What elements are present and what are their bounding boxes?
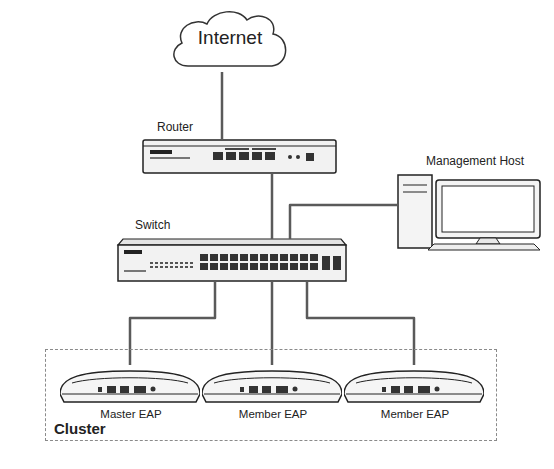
eap-device: Member EAP <box>203 365 343 404</box>
switch-leds <box>150 262 195 268</box>
pc-drive <box>403 192 427 193</box>
network-cable <box>221 72 224 140</box>
management-host: Management Host <box>398 175 540 250</box>
network-cable <box>271 173 274 239</box>
pc-screen <box>442 186 534 232</box>
switch-model <box>124 270 146 272</box>
switch-device: Switch <box>118 239 346 281</box>
switch-chassis <box>118 245 346 281</box>
pc-monitor <box>436 180 540 238</box>
router-ports <box>213 152 275 162</box>
router-logo <box>150 150 172 154</box>
network-cable <box>130 281 215 365</box>
router-edge <box>143 146 336 147</box>
switch-logo <box>124 250 142 254</box>
switch-sfp <box>322 256 330 270</box>
node-label: Router <box>157 121 193 135</box>
network-cable <box>307 281 414 365</box>
router-console <box>306 153 314 161</box>
pc-drive <box>403 185 427 186</box>
eap-device <box>60 371 200 402</box>
internet-cloud: Internet <box>168 6 292 72</box>
router-led <box>288 155 292 159</box>
node-label: Cluster <box>54 420 106 437</box>
router-chassis <box>143 140 336 173</box>
eap-device <box>202 371 342 402</box>
router-port-label <box>225 148 249 150</box>
switch-sfp <box>333 256 341 270</box>
cluster-group: ClusterMaster EAPMember EAPMember EAP <box>45 349 497 441</box>
router-model <box>150 157 190 159</box>
pc-tower <box>398 175 432 248</box>
node-label: Member EAP <box>335 408 495 421</box>
eap-device: Master EAP <box>61 365 201 404</box>
node-label: Switch <box>135 219 170 233</box>
node-label: Master EAP <box>51 408 211 421</box>
router-device: Router <box>143 140 336 173</box>
node-label: Management Host <box>426 155 524 169</box>
network-cable <box>271 281 274 365</box>
router-led <box>296 155 300 159</box>
switch-ports <box>200 254 318 272</box>
node-label: Member EAP <box>193 408 353 421</box>
network-cable <box>290 205 398 239</box>
switch-top <box>118 239 346 245</box>
router-port-label <box>252 148 276 150</box>
node-label: Internet <box>168 27 292 49</box>
pc-stand <box>476 238 500 244</box>
pc-keyboard <box>428 244 540 250</box>
eap-device: Member EAP <box>345 365 485 404</box>
eap-device <box>344 371 484 402</box>
